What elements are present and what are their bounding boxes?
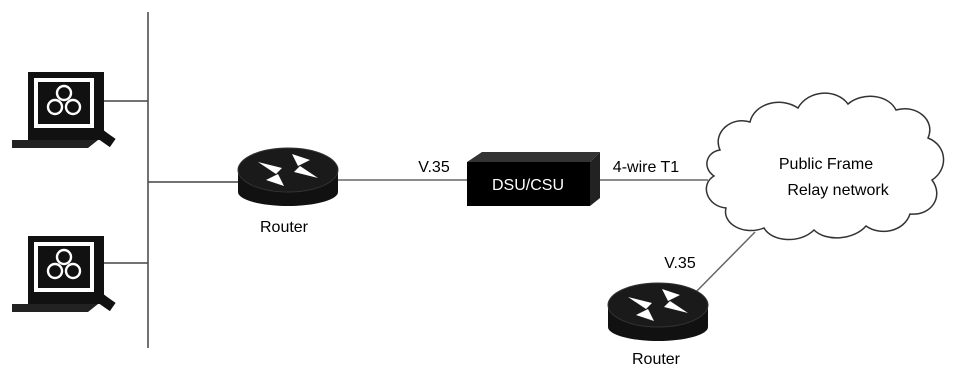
router-icon <box>607 282 709 341</box>
t1-label: 4-wire T1 <box>613 159 679 176</box>
cloud-label-line1: Public Frame <box>779 156 873 173</box>
cloud-icon <box>705 92 945 241</box>
v35-label-top: V.35 <box>418 159 450 176</box>
dsu-csu-device <box>467 152 600 206</box>
dsu-csu-label: DSU/CSU <box>492 177 564 194</box>
router-icon <box>237 147 339 206</box>
router-label: Router <box>260 219 309 236</box>
router-label: Router <box>632 351 681 368</box>
router2-cloud-link <box>689 231 756 299</box>
cloud-label-line2: Relay network <box>787 182 889 199</box>
v35-label-bottom: V.35 <box>664 255 696 272</box>
workstation-icon <box>12 72 116 148</box>
workstation-icon <box>12 236 116 312</box>
